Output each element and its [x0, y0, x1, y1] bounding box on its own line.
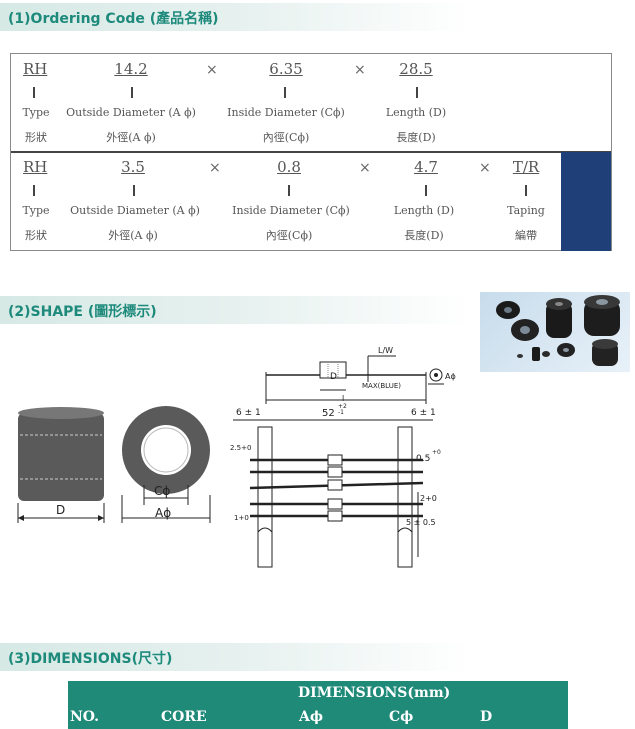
taping-spec-diagram [233, 355, 444, 568]
ordering-row-1: RH 14.2 × 6.35 × 28.5 Type Outside Diame… [11, 54, 611, 153]
dim-2-5: 2.5+0 [230, 444, 252, 452]
label-type-en: Type [22, 204, 50, 217]
label-inside-diameter-zh: 內徑(Cϕ) [265, 229, 313, 242]
table-group-header: DIMENSIONS(mm) [298, 685, 451, 701]
bead-side-and-end-view [17, 406, 211, 523]
label-type-zh: 形狀 [25, 131, 47, 144]
label-type-en: Type [22, 106, 50, 119]
dim-1: 1+0 [234, 514, 249, 522]
tick-mark [131, 87, 133, 98]
section-ordering-title: (1)Ordering Code (產品名稱) [8, 11, 219, 27]
tick-mark [416, 87, 418, 98]
label-c-phi: Cϕ [154, 484, 171, 498]
section-dimensions-header: (3)DIMENSIONS(尺寸) [0, 643, 470, 671]
code-outside-diameter: 3.5 [121, 158, 145, 176]
ordering-row-2: RH 3.5 × 0.8 × 4.7 × T/R Type Outside Di… [11, 152, 611, 249]
label-taping-zh: 編帶 [515, 229, 537, 242]
label-length-zh: 長度(D) [396, 131, 436, 144]
label-l: l [342, 394, 345, 403]
column-a-phi: Aϕ [299, 709, 324, 725]
label-lw: L/W [378, 346, 394, 355]
label-length-en: Length (D) [385, 106, 447, 119]
label-taping-en: Taping [507, 204, 545, 217]
label-outside-diameter-en: Outside Diameter (A ϕ) [70, 204, 200, 217]
section-dimensions-title: (3)DIMENSIONS(尺寸) [8, 651, 173, 667]
dim-0-5-tolerance: +0 [432, 449, 441, 456]
label-outside-diameter-zh: 外徑(A ϕ) [106, 131, 156, 144]
tick-mark [425, 185, 427, 196]
tick-mark [284, 87, 286, 98]
code-type: RH [23, 158, 48, 176]
times-sign: × [479, 160, 491, 176]
code-outside-diameter: 14.2 [114, 60, 148, 78]
label-max-blue: MAX(BLUE) [362, 382, 401, 390]
column-core: CORE [161, 709, 207, 725]
label-inside-diameter-en: Inside Diameter (Cϕ) [232, 204, 350, 217]
code-inside-diameter: 6.35 [269, 60, 303, 78]
column-d: D [480, 709, 493, 725]
taping-drawing: D L/W MAX(BLUE) l Aϕ 6 ± 1 52 +2 -1 6 ± … [228, 342, 473, 570]
dim-6-left: 6 ± 1 [236, 408, 261, 418]
ferrite-cores-image [496, 295, 620, 366]
tick-mark [33, 87, 35, 98]
label-outside-diameter-en: Outside Diameter (A ϕ) [66, 106, 196, 119]
label-a-phi: Aϕ [155, 506, 172, 520]
label-inside-diameter-zh: 內徑(Cϕ) [262, 131, 310, 144]
code-type: RH [23, 60, 48, 78]
times-sign: × [359, 160, 371, 176]
tick-mark [33, 185, 35, 196]
times-sign: × [209, 160, 221, 176]
section-shape-title: (2)SHAPE (圖形標示) [8, 304, 157, 320]
section-ordering-header: (1)Ordering Code (產品名稱) [0, 3, 470, 31]
times-sign: × [354, 62, 366, 78]
ordering-code-box: RH 14.2 × 6.35 × 28.5 Type Outside Diame… [10, 53, 612, 251]
dim-6-right: 6 ± 1 [411, 408, 436, 418]
dim-52: 52 [322, 408, 335, 419]
label-outside-diameter-zh: 外徑(A ϕ) [108, 229, 158, 242]
dimensions-table-header: DIMENSIONS(mm) NO. CORE Aϕ Cϕ D [68, 681, 568, 729]
label-d: D [330, 372, 337, 382]
times-sign: × [206, 62, 218, 78]
column-c-phi: Cϕ [389, 709, 414, 725]
bead-drawing: D Cϕ Aϕ [10, 395, 220, 530]
tick-mark [525, 185, 527, 196]
label-length-zh: 長度(D) [404, 229, 444, 242]
code-inside-diameter: 0.8 [277, 158, 301, 176]
code-taping: T/R [512, 158, 540, 176]
section-shape-header: (2)SHAPE (圖形標示) [0, 296, 470, 324]
tick-mark [133, 185, 135, 196]
column-no: NO. [70, 709, 100, 725]
dim-0-5: 0.5 [416, 454, 431, 464]
label-a-phi-small: Aϕ [445, 372, 456, 381]
dim-2: 2+0 [420, 494, 437, 503]
dim-52-tolerance: +2 -1 [338, 403, 347, 416]
label-type-zh: 形狀 [25, 229, 47, 242]
label-d: D [56, 503, 66, 517]
navy-block [561, 152, 611, 251]
code-length: 4.7 [414, 158, 438, 176]
tick-mark [288, 185, 290, 196]
label-inside-diameter-en: Inside Diameter (Cϕ) [227, 106, 345, 119]
label-length-en: Length (D) [393, 204, 455, 217]
code-length: 28.5 [399, 60, 433, 78]
dim-5: 5 ± 0.5 [406, 518, 436, 527]
product-photo [480, 292, 630, 372]
